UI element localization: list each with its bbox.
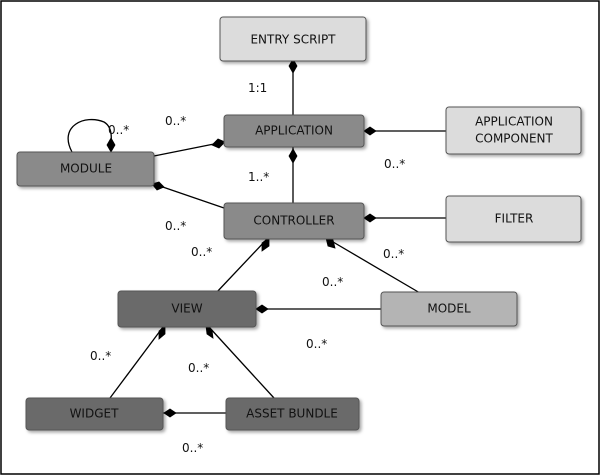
node-module — [16, 151, 155, 187]
edge-view-widget — [109, 326, 164, 399]
node-application-component — [445, 106, 582, 155]
node-asset-bundle-label: ASSET BUNDLE — [246, 407, 338, 421]
node-widget-label: WIDGET — [70, 407, 120, 421]
mult-module-application: 0..* — [165, 114, 186, 128]
mult-view-asset: 0..* — [188, 361, 209, 375]
node-model — [380, 291, 518, 327]
diamond-controller-filter — [363, 213, 377, 223]
node-application — [223, 114, 365, 148]
mult-view-widget: 0..* — [90, 349, 111, 363]
mult-module-controller: 0..* — [165, 219, 186, 233]
node-view — [117, 290, 257, 328]
diamond-view-widget — [158, 325, 166, 340]
diamond-controller-view — [261, 237, 270, 252]
mult-widget-asset: 0..* — [182, 441, 203, 455]
node-entry-script — [219, 16, 367, 62]
node-entry-script-label: ENTRY SCRIPT — [250, 33, 336, 47]
node-application-component-label-line1: APPLICATION — [475, 115, 553, 129]
diamond-widget-asset — [163, 408, 177, 418]
node-application-label: APPLICATION — [255, 124, 333, 138]
edge-module-self — [67, 118, 112, 153]
node-application-component-label-line2: COMPONENT — [475, 132, 553, 146]
mult-view-model: 0..* — [306, 337, 327, 351]
diamond-module-controller — [151, 181, 165, 191]
node-asset-bundle — [225, 397, 360, 431]
mult-application-controller: 1..* — [248, 170, 269, 184]
mult-controller-model-b: 0..* — [322, 275, 343, 289]
mult-module-self: 0..* — [108, 123, 129, 137]
node-module-label: MODULE — [60, 162, 112, 176]
mult-application-component: 0..* — [384, 157, 405, 171]
diamond-view-asset — [205, 325, 214, 339]
node-filter-label: FILTER — [495, 212, 534, 226]
mult-entry-application: 1:1 — [248, 81, 267, 95]
mult-controller-model-a: 0..* — [383, 247, 404, 261]
node-widget — [25, 397, 164, 431]
node-model-label: MODEL — [427, 302, 471, 316]
diamond-view-model — [255, 304, 269, 314]
edge-controller-model — [327, 238, 421, 294]
edge-controller-view — [215, 238, 268, 294]
edge-module-controller — [153, 183, 225, 209]
node-controller — [223, 202, 365, 240]
node-controller-label: CONTROLLER — [253, 214, 334, 228]
diamond-application-component — [363, 126, 377, 136]
node-filter — [445, 195, 582, 243]
mult-controller-view: 0..* — [191, 245, 212, 259]
diamond-module-application — [211, 138, 226, 149]
node-view-label: VIEW — [171, 302, 202, 316]
diamond-entry-application — [288, 58, 298, 74]
diamond-application-controller — [288, 148, 298, 164]
edge-view-asset — [208, 326, 275, 399]
